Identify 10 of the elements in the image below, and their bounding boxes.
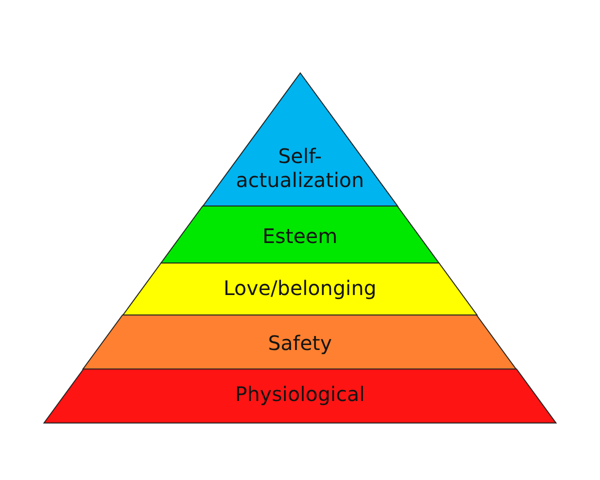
tier-label: Safety [266,331,333,355]
tier-label: Physiological [234,382,366,406]
pyramid-tier [44,369,556,423]
tier-label: Esteem [261,224,338,248]
pyramid-tier [202,73,398,206]
tier-label: Love/belonging [222,276,378,300]
pyramid-tier [122,263,477,315]
pyramid-tier [161,206,439,263]
tier-label: Self-actualization [234,144,366,192]
pyramid-tier [83,315,516,369]
